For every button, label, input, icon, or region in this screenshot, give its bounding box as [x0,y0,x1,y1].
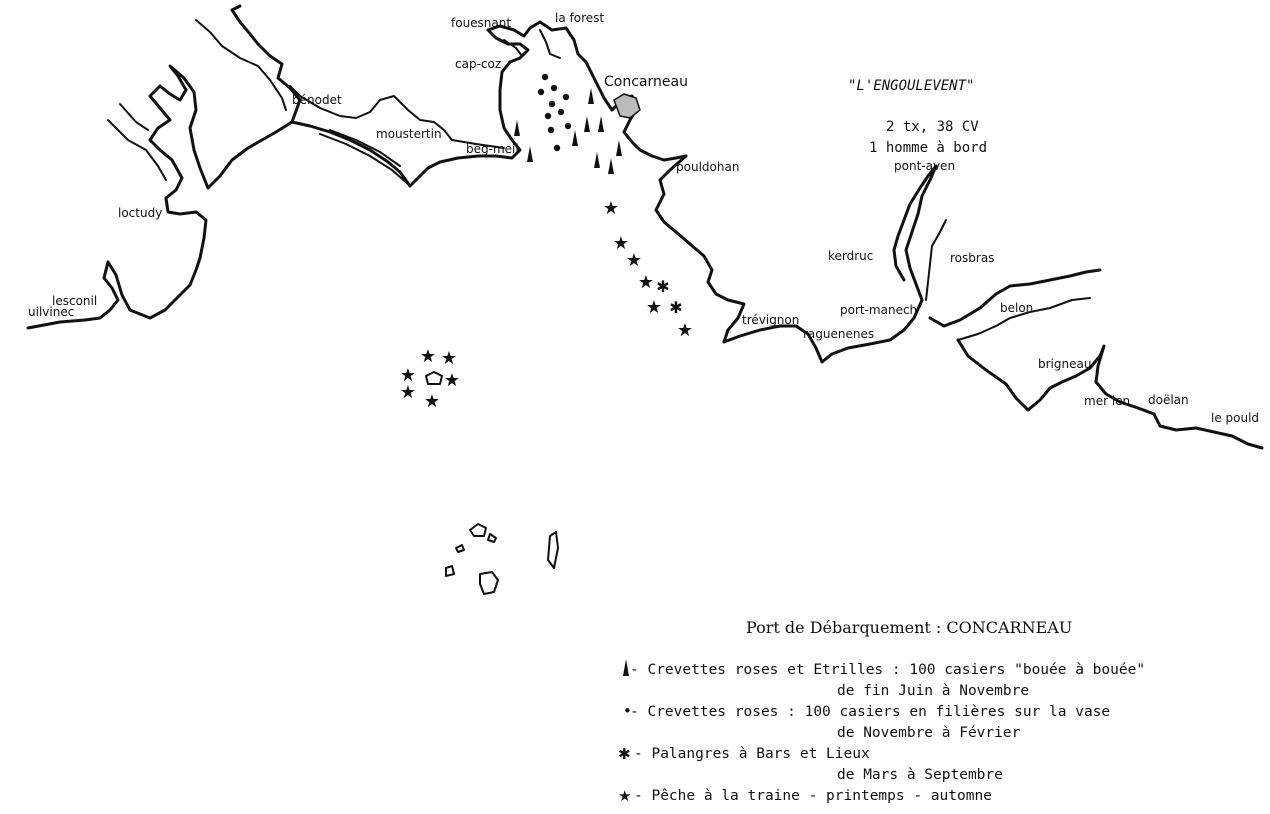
coastline-east [956,338,1264,450]
place-port-manech: port-manech [840,303,917,317]
casier-marker [584,116,590,132]
asterisk-markers: ✱ ✱ [656,277,682,317]
vessel-specs: 2 tx, 38 CV [886,119,979,135]
vessel-crew: 1 homme à bord [869,140,987,156]
star-marker: ★ [444,370,460,391]
star-marker: ★ [420,346,436,367]
casier-marker [598,116,604,132]
casier-marker [616,140,622,156]
belon-estuary [928,268,1102,328]
coastline-west [26,4,302,330]
island-glenan-5 [479,571,499,595]
legend-item-3-line1: - Palangres à Bars et Lieux [634,746,870,762]
place-moustertin: moustertin [376,127,442,141]
place-trevignon: trévignon [742,313,799,327]
coast-moustertin-inlet [289,85,505,149]
place-kerdruc: kerdruc [828,249,873,263]
place-brigneau: brigneau [1038,357,1091,371]
star-marker: ★ [603,198,619,219]
dot-marker [553,144,561,152]
legend-item-2-line1: - Crevettes roses : 100 casiers en filiè… [630,704,1111,720]
place-beg-meil: beg-meil [466,142,519,156]
star-markers: ★ ★ ★ ★ ★ ★ ★ ★ ★ ★ ★ ★ [400,198,693,412]
aven-river-east [925,219,947,301]
place-pont-aven: pont-aven [894,159,955,173]
island-glenan-3 [455,544,465,553]
place-lesconil: lesconil [52,294,97,308]
legend-item-2-line2: de Novembre à Février [837,725,1021,741]
dot-marker [541,73,549,81]
dunes-moustertin [319,129,409,185]
star-marker: ★ [441,348,457,369]
star-marker: ★ [638,272,654,293]
dot-marker [550,84,558,92]
dot-marker [544,112,552,120]
place-rosbras: rosbras [950,251,994,265]
star-marker: ★ [613,233,629,254]
legend-port-title: Port de Débarquement : CONCARNEAU [746,618,1073,637]
dot-marker [562,93,570,101]
place-doelan: doëlan [1148,393,1189,407]
place-raguenenes: raguenenes [803,327,874,341]
island-glenan-1 [469,523,487,537]
place-guilvinec: uilvinec [28,305,74,319]
place-le-pouldu: le pould [1211,411,1259,425]
casier-marker [527,146,533,162]
casier-marker [572,130,578,146]
star-marker: ★ [400,365,416,386]
dot-icon: • [623,702,632,720]
estuary-loctudy [107,103,167,181]
place-loctudy: loctudy [118,206,162,220]
dot-marker [548,100,556,108]
star-marker: ★ [626,250,642,271]
star-marker: ★ [646,297,662,318]
concarneau-town [613,93,641,119]
aven-river [892,164,938,302]
vessel-name: "L'ENGOULEVENT" [848,78,974,94]
casier-marker [514,120,520,136]
legend-item-1-line1: - Crevettes roses et Etrilles : 100 casi… [630,662,1146,678]
dot-marker [557,108,565,116]
dot-markers [537,73,572,152]
island-central [425,371,443,385]
place-belon: belon [1000,301,1033,315]
dot-marker [547,126,555,134]
place-la-foret: la forest [555,11,604,25]
casier-marker [608,158,614,174]
coastline-baie-foret [486,20,688,162]
casier-marker [594,152,600,168]
star-icon: ★ [618,787,632,805]
island-glenan-4 [445,565,455,577]
star-marker: ★ [424,391,440,412]
legend-item-1-line2: de fin Juin à Novembre [837,683,1030,699]
legend-item-3-line2: de Mars à Septembre [837,767,1003,783]
place-cap-coz: cap-coz [455,57,501,71]
coastline-pouldohan-trevignon [654,154,924,364]
casier-markers [514,88,622,174]
place-benodet: bénodet [292,93,342,107]
star-marker: ★ [400,382,416,403]
belon-estuary-south [957,297,1091,341]
place-fouesnant: fouesnant [451,16,511,30]
star-marker: ★ [677,320,693,341]
asterisk-icon: ✱ [618,745,631,763]
casier-buoy-icon [621,658,631,680]
place-merrien: mer ien [1084,394,1130,408]
place-pouldohan: pouldohan [676,160,739,174]
casier-marker [588,88,594,104]
island-glenan-2 [487,533,497,543]
asterisk-marker: ✱ [656,277,669,296]
coastline-benodet-begmeil [290,120,522,188]
la-foret-inlet [503,29,561,59]
place-concarneau: Concarneau [604,74,688,90]
dot-marker [564,122,572,130]
estuary-benodet [195,19,287,111]
dot-marker [537,88,545,96]
asterisk-marker: ✱ [669,298,682,317]
legend-item-4-line1: - Pêche à la traine - printemps - automn… [634,788,992,804]
island-glenan-6 [547,531,559,569]
